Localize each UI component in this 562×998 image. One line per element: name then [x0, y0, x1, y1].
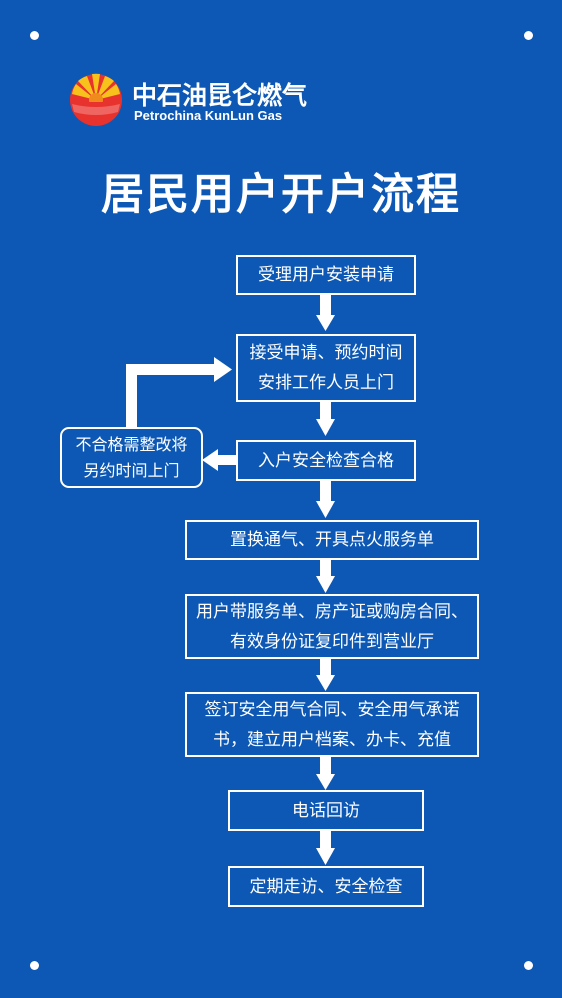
- arrow-down-5: [316, 659, 335, 691]
- petrochina-logo-icon: [70, 73, 122, 126]
- side-note-line-1: 不合格需整改将: [75, 434, 188, 454]
- arrow-down-1: [316, 295, 335, 331]
- arrow-return-to-appointment: [126, 357, 232, 427]
- arrow-down-4: [316, 560, 335, 593]
- corner-dot-bottom-left: [30, 961, 39, 970]
- step-7-phone-followup: 电话回访: [228, 790, 424, 831]
- corner-dot-top-right: [524, 31, 533, 40]
- step-3-text: 入户安全检查合格: [258, 450, 394, 471]
- step-4-text: 置换通气、开具点火服务单: [230, 530, 434, 550]
- brand-name-en: Petrochina KunLun Gas: [134, 108, 283, 123]
- page-title: 居民用户开户流程: [101, 170, 461, 220]
- step-5-bring-documents: 用户带服务单、房产证或购房合同、 有效身份证复印件到营业厅: [185, 594, 479, 659]
- step-8-regular-visits: 定期走访、安全检查: [228, 866, 424, 907]
- step-1-text: 受理用户安装申请: [258, 265, 394, 285]
- brand-name-cn: 中石油昆仑燃气: [132, 81, 308, 110]
- arrow-down-6: [316, 757, 335, 790]
- arrow-down-3: [316, 481, 335, 518]
- step-5-text-line-2: 有效身份证复印件到营业厅: [230, 631, 434, 652]
- step-1-accept-application: 受理用户安装申请: [236, 255, 416, 295]
- step-7-text: 电话回访: [292, 800, 360, 821]
- arrow-left-to-side-note: [202, 449, 236, 471]
- step-6-text-line-2: 书，建立用户档案、办卡、充值: [213, 729, 451, 750]
- side-note-rectify: 不合格需整改将 另约时间上门: [60, 427, 203, 488]
- step-2-text-line-1: 接受申请、预约时间: [249, 343, 403, 363]
- step-2-text-line-2: 安排工作人员上门: [258, 373, 394, 393]
- corner-dot-bottom-right: [524, 961, 533, 970]
- step-6-text-line-1: 签订安全用气合同、安全用气承诺: [204, 699, 460, 720]
- side-note-line-2: 另约时间上门: [83, 460, 180, 480]
- arrow-down-7: [316, 831, 335, 865]
- step-2-appointment: 接受申请、预约时间 安排工作人员上门: [236, 334, 416, 402]
- step-8-text: 定期走访、安全检查: [249, 876, 403, 897]
- step-3-safety-check: 入户安全检查合格: [236, 440, 416, 481]
- step-4-gas-replacement: 置换通气、开具点火服务单: [185, 520, 479, 560]
- corner-dot-top-left: [30, 31, 39, 40]
- step-5-text-line-1: 用户带服务单、房产证或购房合同、: [196, 601, 468, 622]
- arrow-down-2: [316, 402, 335, 436]
- step-6-sign-contract: 签订安全用气合同、安全用气承诺 书，建立用户档案、办卡、充值: [185, 692, 479, 757]
